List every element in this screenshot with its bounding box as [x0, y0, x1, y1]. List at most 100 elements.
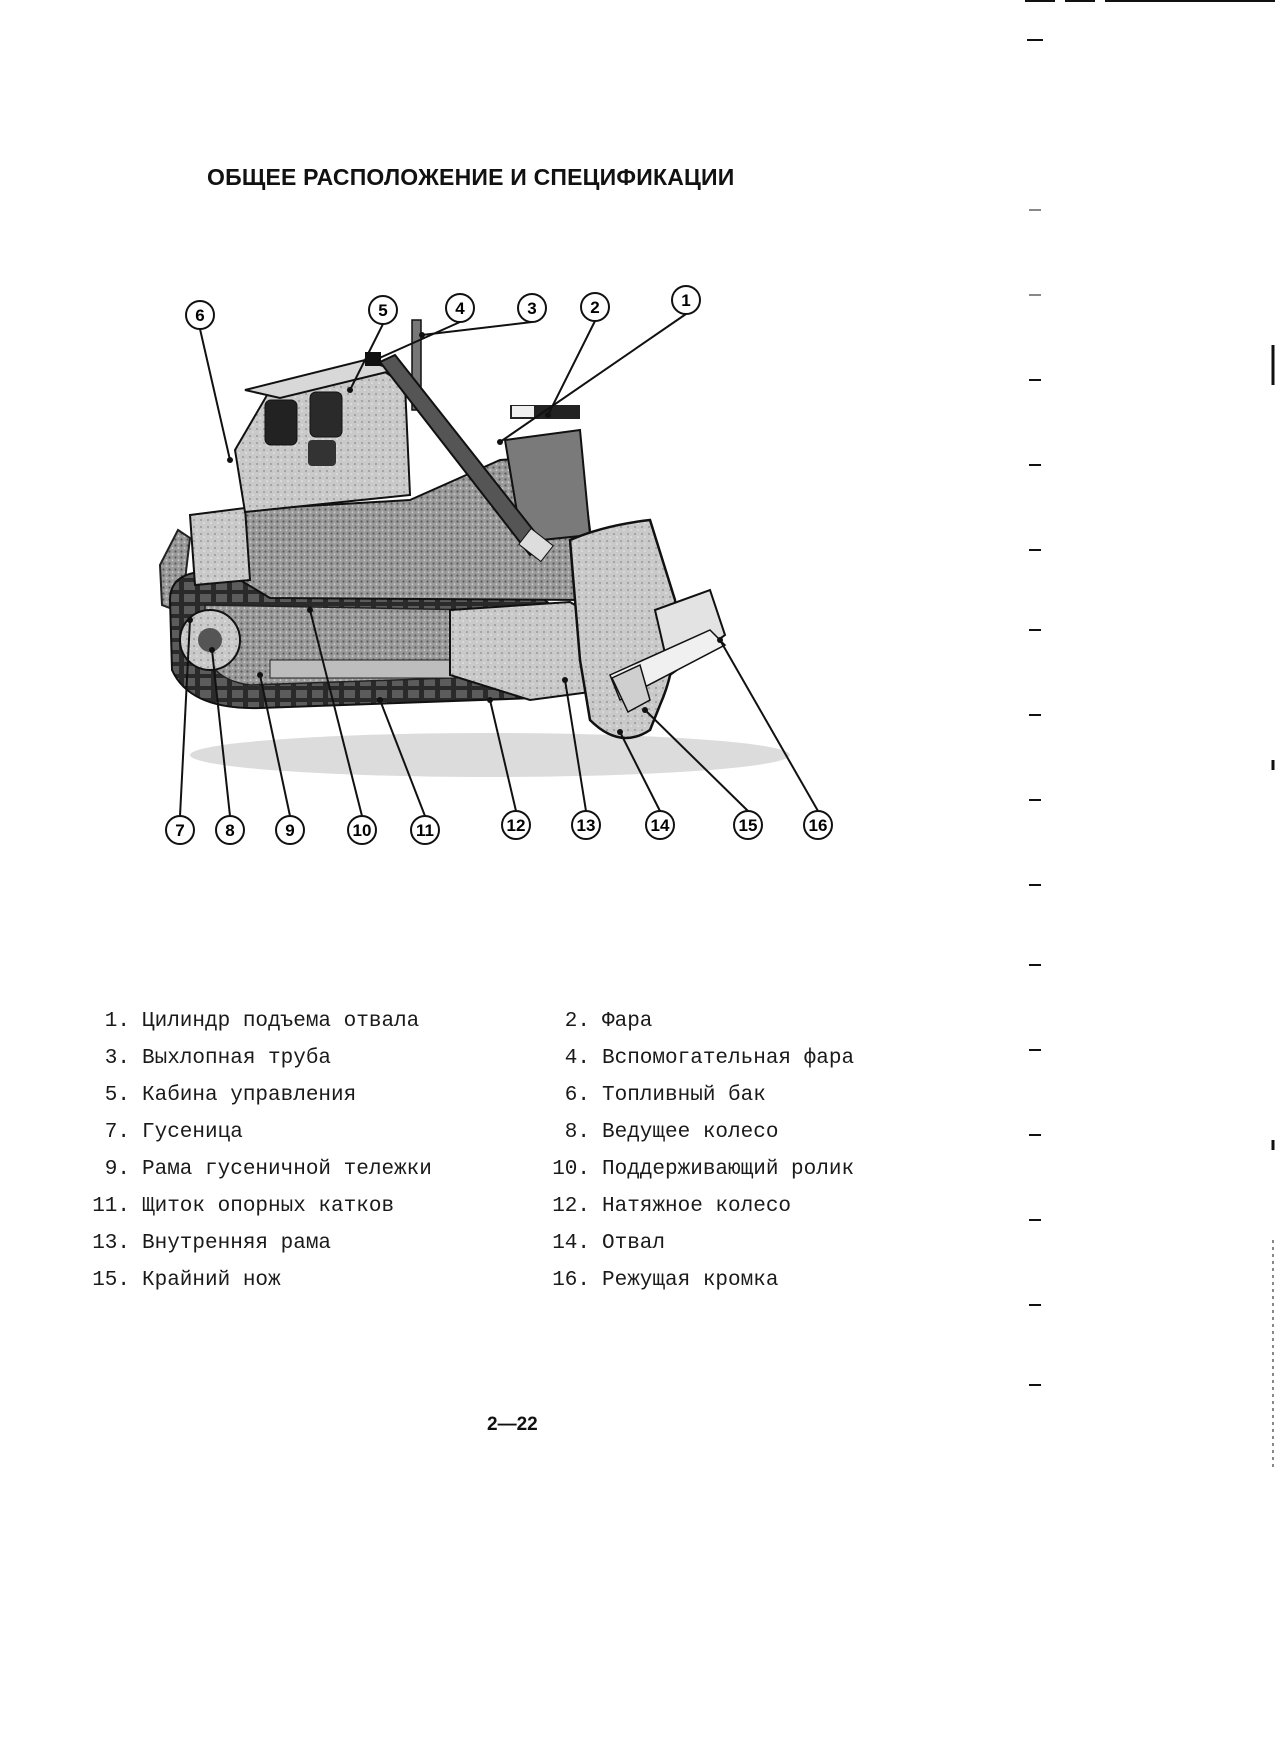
legend-item: 7. Гусеница [80, 1121, 540, 1144]
callout-arrowhead [372, 357, 378, 363]
callout-circle [165, 815, 195, 845]
legend-label: Внутренняя рама [142, 1232, 332, 1255]
callout-leader-line [499, 313, 687, 443]
callout-circle [580, 292, 610, 322]
callout-leader-line [564, 679, 587, 812]
callout-arrowhead [545, 412, 551, 418]
legend-item: 6. Топливный бак [540, 1084, 940, 1107]
callout-arrowhead [377, 697, 383, 703]
callout-leader-line [644, 709, 749, 812]
cylinder-rod-end [518, 527, 554, 563]
legend-number: 15. [92, 1269, 130, 1292]
callout-arrowhead [617, 729, 623, 735]
callout-leader-line [489, 699, 517, 812]
legend-label: Фара [602, 1010, 653, 1033]
legend-number: 8. [564, 1121, 590, 1144]
legend-number: 6. [564, 1084, 590, 1107]
callout-leader-line [349, 323, 384, 391]
callout-circle [571, 810, 601, 840]
callout-number: 14 [651, 816, 670, 835]
callout-leader-line [199, 328, 231, 461]
legend-label: Выхлопная труба [142, 1047, 332, 1070]
callout-number: 9 [285, 821, 294, 840]
callout-number: 3 [527, 299, 536, 318]
callout-circle [410, 815, 440, 845]
legend-label: Щиток опорных катков [142, 1195, 395, 1218]
legend-label: Кабина управления [142, 1084, 357, 1107]
callout-arrowhead [227, 457, 233, 463]
callout-leader-line [421, 321, 533, 336]
callout-number: 6 [195, 306, 204, 325]
callout-circle [275, 815, 305, 845]
legend-number: 4. [564, 1047, 590, 1070]
callout-number: 7 [175, 821, 184, 840]
callout-arrowhead [717, 637, 723, 643]
legend-label: Гусеница [142, 1121, 243, 1144]
callout-number: 2 [590, 298, 599, 317]
legend-item: 8.Ведущее колесо [540, 1121, 940, 1144]
legend-item: 15. Крайний нож [80, 1269, 540, 1292]
callout-leader-line [547, 320, 596, 416]
legend-number: 9. [104, 1158, 130, 1181]
legend-label: Натяжное колесо [602, 1195, 792, 1218]
callout-number: 5 [378, 301, 387, 320]
legend-item: 11. Щиток опорных катков [80, 1195, 540, 1218]
legend-item: 12. Натяжное колесо [540, 1195, 940, 1218]
callout-circle [445, 293, 475, 323]
legend-number: 7. [104, 1121, 130, 1144]
callout-circle [517, 293, 547, 323]
legend-item: 14.Отвал [540, 1232, 940, 1255]
callout-number: 10 [353, 821, 372, 840]
callout-arrowhead [257, 672, 263, 678]
callout-arrowhead [209, 647, 215, 653]
legend-number: 12. [552, 1195, 590, 1218]
sprocket-hub [198, 628, 222, 652]
legend-number: 13. [92, 1232, 130, 1255]
callout-circle [645, 810, 675, 840]
legend-item: 13. Внутренняя рама [80, 1232, 540, 1255]
callout-leader-line [374, 321, 461, 361]
callout-number: 4 [455, 299, 465, 318]
callout-number: 8 [225, 821, 234, 840]
page-title: ОБЩЕЕ РАСПОЛОЖЕНИЕ И СПЕЦИФИКАЦИИ [207, 164, 735, 190]
legend-number: 5. [104, 1084, 130, 1107]
callout-leader-line [259, 674, 291, 817]
callout-leader-line [179, 619, 191, 817]
legend-number: 16. [552, 1269, 590, 1292]
callout-arrowhead [307, 607, 313, 613]
legend-label: Крайний нож [142, 1269, 281, 1292]
legend-item: 3.Выхлопная труба [80, 1047, 540, 1070]
ground-shadow [190, 733, 790, 777]
callout-circle [368, 295, 398, 325]
cab-window-left [264, 399, 298, 446]
callout-circle [733, 810, 763, 840]
cab-window-lower [308, 440, 336, 466]
legend-item: 16. Режущая кромка [540, 1269, 940, 1292]
legend-item: 1.Цилиндр подъема отвала [80, 1010, 540, 1033]
callout-arrowhead [419, 332, 425, 338]
legend-label: Вспомогательная фара [602, 1047, 855, 1070]
legend-label: Поддерживающий ролик [602, 1158, 855, 1181]
callout-leader-line [211, 649, 231, 817]
callout-circle [501, 810, 531, 840]
callout-arrowhead [642, 707, 648, 713]
callout-leader-line [379, 699, 426, 817]
legend-number: 11. [92, 1195, 130, 1218]
callout-circle [347, 815, 377, 845]
legend-item: 5. Кабина управления [80, 1084, 540, 1107]
page-number: 2—22 [487, 1414, 538, 1435]
callout-arrowhead [562, 677, 568, 683]
legend-label: Топливный бак [602, 1084, 766, 1107]
margin-marks [1025, 0, 1275, 1470]
legend-item: 2.Фара [540, 1010, 940, 1033]
end-bit [611, 663, 651, 714]
legend-item: 4. Вспомогательная фара [540, 1047, 940, 1070]
callout-leader-line [719, 639, 819, 812]
legend-label: Цилиндр подъема отвала [142, 1010, 420, 1033]
legend-label: Рама гусеничной тележки [142, 1158, 432, 1181]
legend-label: Режущая кромка [602, 1269, 779, 1292]
fuel-tank [188, 506, 252, 587]
callout-arrowhead [347, 387, 353, 393]
